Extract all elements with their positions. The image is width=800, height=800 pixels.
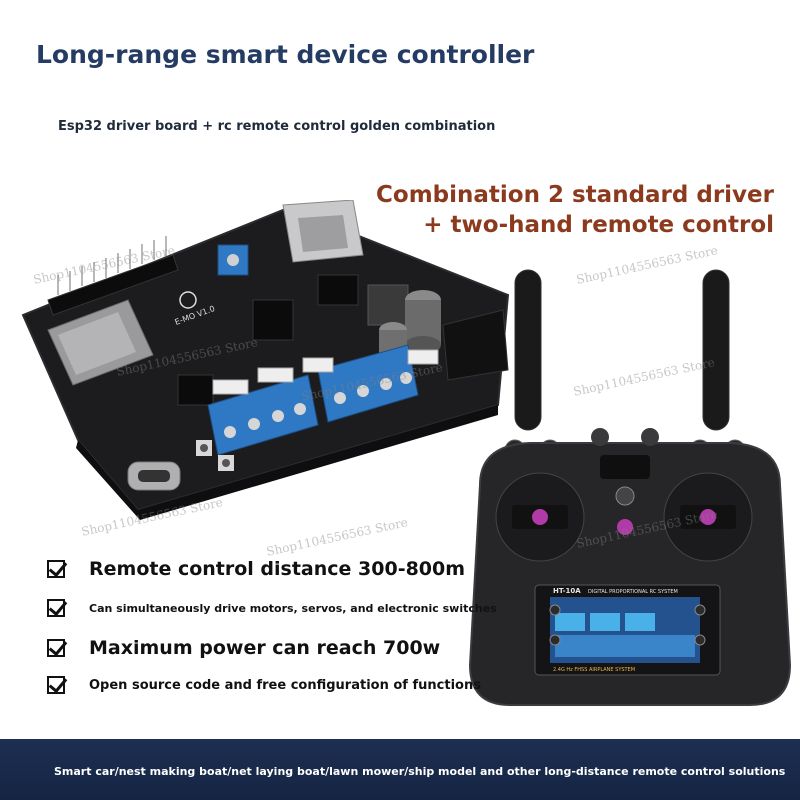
remote-model-label: HT-10A [553, 587, 581, 595]
combination-heading: Combination 2 standard driver + two-hand… [376, 180, 774, 240]
checkbox-icon [47, 676, 65, 694]
feature-item: Maximum power can reach 700w [47, 637, 440, 659]
page-title: Long-range smart device controller [36, 40, 535, 69]
remote-banner-label: DIGITAL PROPORTIONAL RC SYSTEM [588, 589, 678, 595]
checkbox-icon [47, 560, 65, 578]
remote-band-label: 2.4G Hz FHSS AIRPLANE SYSTEM [553, 667, 635, 673]
checkbox-icon [47, 599, 65, 617]
watermark: Shop1104556563 Store [265, 515, 410, 559]
feature-item: Can simultaneously drive motors, servos,… [47, 599, 497, 617]
checkbox-icon [47, 639, 65, 657]
feature-item: Remote control distance 300-800m [47, 558, 465, 580]
footer-banner: Smart car/nest making boat/net laying bo… [0, 739, 800, 800]
page-subtitle: Esp32 driver board + rc remote control g… [58, 119, 496, 134]
footer-text: Smart car/nest making boat/net laying bo… [54, 765, 786, 778]
combination-line-1: Combination 2 standard driver [376, 182, 774, 208]
rc-remote-controller-image: HT-10A DIGITAL PROPORTIONAL RC SYSTEM 2.… [468, 269, 792, 706]
combination-line-2: + two-hand remote control [423, 212, 774, 238]
feature-text: Open source code and free configuration … [89, 677, 481, 693]
feature-item: Open source code and free configuration … [47, 676, 481, 694]
feature-text: Remote control distance 300-800m [89, 558, 466, 580]
esp32-driver-board-image: E-MO V1.0 [21, 200, 510, 520]
feature-text: Maximum power can reach 700w [89, 637, 441, 659]
feature-text: Can simultaneously drive motors, servos,… [89, 601, 497, 615]
